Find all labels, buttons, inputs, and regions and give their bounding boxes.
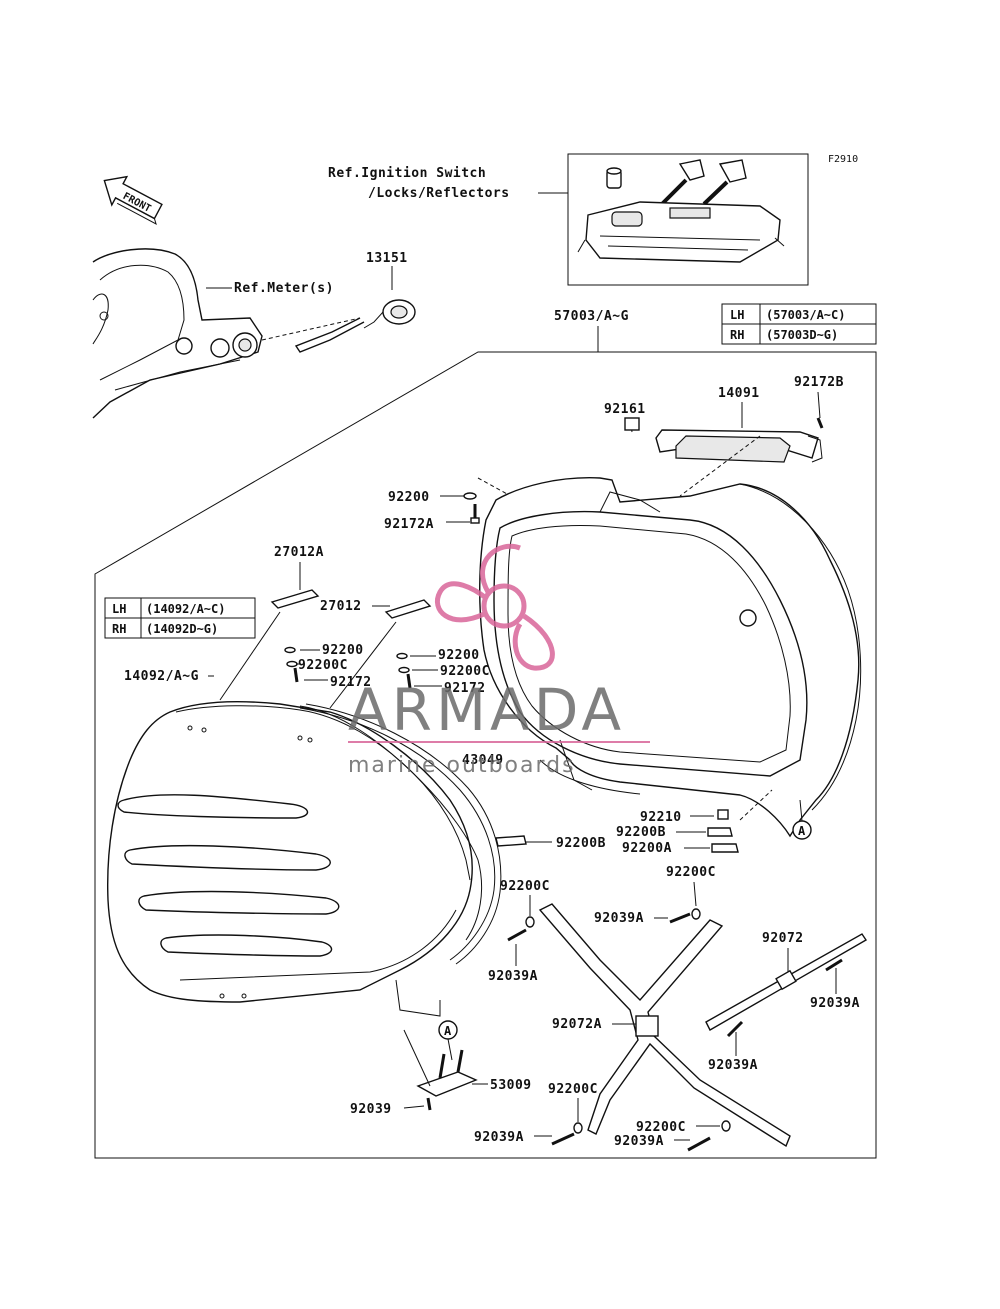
watermark-tagline: marine outboards (348, 753, 576, 778)
clip-icon (624, 417, 640, 431)
meter-ref-label: Ref.Meter(s) (234, 281, 334, 296)
hinge-plate-icon (270, 589, 320, 609)
washer-icon (691, 908, 701, 920)
part-27012A: 27012A (274, 545, 324, 560)
watermark-brand: ARMADA (348, 676, 625, 744)
part-27012: 27012 (320, 599, 362, 614)
part-92200C: 92200C (298, 658, 348, 673)
screw-icon (470, 504, 480, 524)
lock-cylinder-icon (606, 167, 622, 189)
pad-icon (495, 835, 527, 847)
table-code: (14092D~G) (146, 622, 218, 636)
washer-icon (463, 492, 477, 500)
part-92072A: 92072A (552, 1017, 602, 1032)
part-53009: 53009 (490, 1078, 532, 1093)
washer-icon (573, 1122, 583, 1134)
key-icon (702, 159, 747, 206)
part-92200: 92200 (438, 648, 480, 663)
part-92072: 92072 (762, 931, 804, 946)
part-92172: 92172 (330, 675, 372, 690)
power-socket-icon (294, 299, 416, 353)
bolt-icon (687, 1136, 711, 1152)
pad-icon (707, 827, 733, 837)
part-92039A: 92039A (614, 1134, 664, 1149)
key-icon (660, 159, 705, 206)
table-side: RH (730, 328, 744, 342)
pad-icon (711, 843, 739, 853)
bolt-icon (669, 912, 691, 924)
part-92200A: 92200A (622, 841, 672, 856)
screw-stack-icon (284, 646, 328, 683)
part-92172: 92172 (444, 681, 486, 696)
ignition-switch-ref-box: Ref.Ignition Switch /Locks/Reflectors (328, 153, 809, 286)
table-code: (14092/A~C) (146, 602, 225, 616)
left-saddlebag-lid (107, 700, 483, 1017)
part-92039A: 92039A (488, 969, 538, 984)
table-side: RH (112, 622, 126, 636)
bolt-icon (507, 928, 527, 942)
bolt-icon (551, 1132, 575, 1146)
washer-icon (721, 1120, 731, 1132)
marker-a-label: A (444, 1024, 452, 1038)
part-92200: 92200 (322, 643, 364, 658)
part-92039: 92039 (350, 1102, 392, 1117)
washer-icon (525, 916, 535, 928)
part-92200B: 92200B (616, 825, 666, 840)
part-57003: 57003/A~G (554, 309, 629, 324)
assembly-frame (94, 351, 877, 1159)
table-side: LH (112, 602, 126, 616)
meter-panel-icon (92, 248, 263, 419)
figure-code: F2910 (828, 154, 858, 165)
bolt-icon (825, 958, 843, 972)
screw-stack-icon (396, 652, 442, 689)
clip-icon (717, 809, 729, 820)
bolt-icon (426, 1097, 432, 1111)
part-92200C: 92200C (500, 879, 550, 894)
armada-watermark-logo: ARMADA marine outboards (348, 543, 650, 778)
part-43049: 43049 (462, 753, 504, 768)
part-92210: 92210 (640, 810, 682, 825)
part-92200: 92200 (388, 490, 430, 505)
part-92039A: 92039A (474, 1130, 524, 1145)
part-92200C: 92200C (636, 1120, 686, 1135)
part-92200C: 92200C (440, 664, 490, 679)
part-92172B: 92172B (794, 375, 844, 390)
strap-icon (538, 903, 791, 1148)
side-trim-icon (655, 417, 824, 463)
part-92039A: 92039A (594, 911, 644, 926)
table-code: (57003/A~C) (766, 308, 845, 322)
part-92161: 92161 (604, 402, 646, 417)
ignition-ref-line2: /Locks/Reflectors (368, 186, 510, 201)
right-saddlebag-case (479, 477, 862, 838)
front-arrow-icon: FRONT (103, 175, 163, 225)
part-92200C: 92200C (548, 1082, 598, 1097)
part-14091: 14091 (718, 386, 760, 401)
part-14092: 14092/A~G (124, 669, 199, 684)
part-92172A: 92172A (384, 517, 434, 532)
hinge-plate-icon (384, 599, 432, 619)
side-table-57003: LH (57003/A~C) RH (57003D~G) (721, 303, 877, 345)
part-92200C: 92200C (666, 865, 716, 880)
part-92039A: 92039A (810, 996, 860, 1011)
bolt-icon (726, 1020, 744, 1038)
trunk-lock-assembly-icon (577, 201, 785, 263)
ignition-ref-line1: Ref.Ignition Switch (328, 166, 486, 181)
part-92039A: 92039A (708, 1058, 758, 1073)
part-92200B: 92200B (556, 836, 606, 851)
bracket-icon (416, 1049, 478, 1097)
part-13151: 13151 (366, 251, 408, 266)
marker-a-label: A (798, 824, 806, 838)
strap-icon (705, 933, 867, 1031)
table-code: (57003D~G) (766, 328, 838, 342)
table-side: LH (730, 308, 744, 322)
side-table-14092: LH (14092/A~C) RH (14092D~G) (104, 597, 256, 639)
